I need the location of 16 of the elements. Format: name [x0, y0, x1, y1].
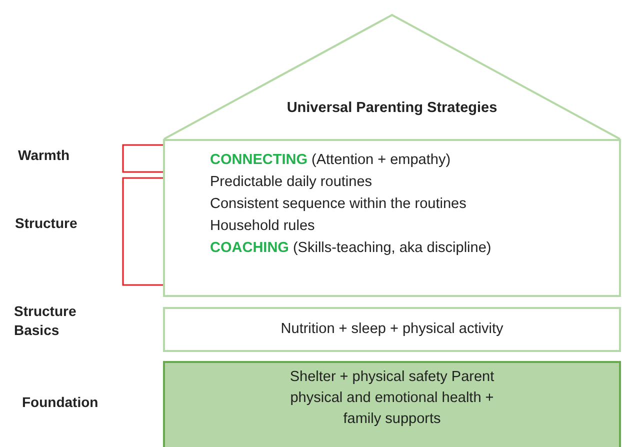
strategy-text: Consistent sequence within the routines: [210, 195, 466, 214]
roof-shape: [163, 14, 621, 140]
strategy-text: COACHING (Skills-teaching, aka discipline): [210, 239, 492, 258]
foundation-text: Shelter + physical safety Parent physical and emotional health + family supports: [288, 368, 496, 429]
level-label: Structure Basics: [14, 302, 78, 340]
roof-title: Universal Parenting Strategies: [286, 100, 498, 116]
basics-box: [163, 307, 621, 352]
strategy-text: Predictable daily routines: [210, 173, 372, 192]
basics-text: Nutrition + sleep + physical activity: [280, 320, 504, 339]
strategy-text: CONNECTING (Attention + empathy): [210, 151, 451, 170]
strategy-text: Household rules: [210, 217, 315, 236]
wall-box: [163, 139, 621, 297]
level-label: Foundation: [22, 393, 100, 412]
level-label: Structure: [15, 214, 78, 233]
level-label: Warmth: [18, 146, 71, 165]
foundation-box: [163, 361, 621, 447]
